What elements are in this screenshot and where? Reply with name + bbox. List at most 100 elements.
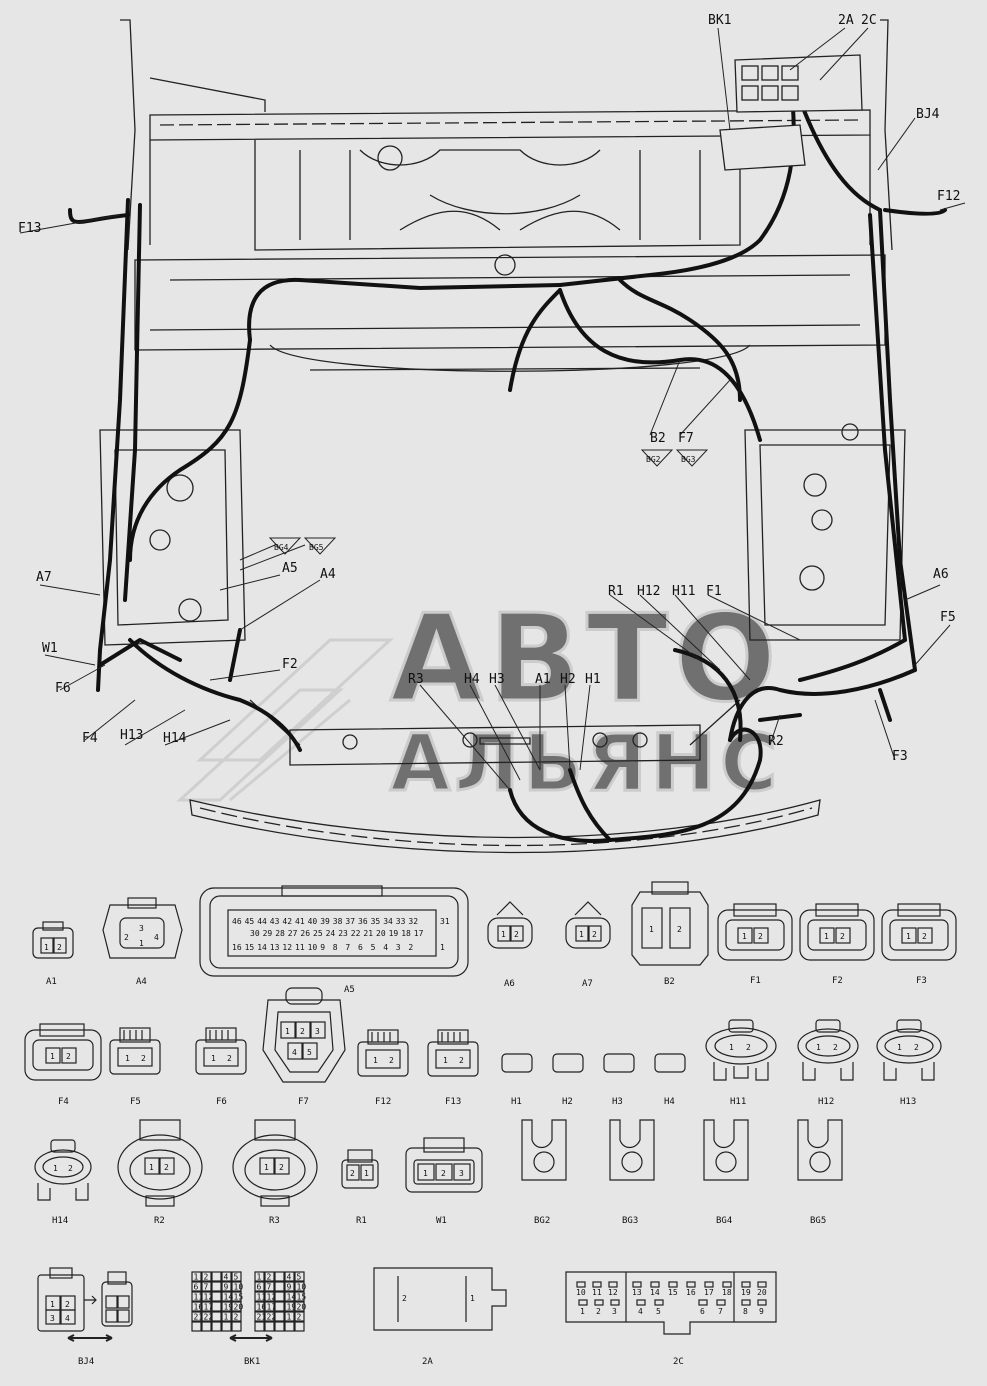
bg3-caption: BG3 (622, 1216, 638, 1226)
bk1-cell (231, 1281, 242, 1292)
callout-b2: B2 (650, 431, 666, 446)
bk1-cell (264, 1271, 275, 1282)
c2-slot (636, 1299, 646, 1306)
c2-slot (741, 1281, 751, 1288)
2c-pin-9: 9 (759, 1307, 764, 1316)
a5-pin-7: 7 (345, 943, 350, 952)
2c-pin-7: 7 (718, 1307, 723, 1316)
bk1-pin-12: 12 (267, 1293, 277, 1302)
callout-f7: F7 (678, 431, 694, 446)
f5-caption: F5 (130, 1097, 141, 1107)
bk1-cell (231, 1311, 242, 1322)
a5-pin-14: 14 (257, 943, 267, 952)
connector-r2: 1 2 R2 (117, 1119, 203, 1226)
a5-pin-38: 38 (333, 917, 343, 926)
bk1-pin-1: 1 (287, 1313, 292, 1322)
r2-pin1: 1 (149, 1163, 154, 1172)
h2-caption: H2 (562, 1097, 573, 1107)
bk1-pin-7: 7 (204, 1283, 209, 1292)
bk1-pin-2: 2 (234, 1313, 239, 1322)
2c-pin-4: 4 (638, 1307, 643, 1316)
c2-slot (716, 1299, 726, 1306)
bk1-pin-5: 5 (297, 1273, 302, 1282)
h14-caption: H14 (52, 1216, 68, 1226)
2c-pin-10: 10 (576, 1288, 586, 1297)
bk1-cell (191, 1291, 202, 1302)
r3-pin2: 2 (279, 1163, 284, 1172)
h13-pin1: 1 (897, 1043, 902, 1052)
2a-pin1: 1 (470, 1294, 475, 1303)
2c-pin-11: 11 (592, 1288, 602, 1297)
bk1-cell (274, 1311, 285, 1322)
a5-pin-21: 21 (363, 929, 373, 938)
r3-caption: R3 (269, 1216, 280, 1226)
a5-pin-39: 39 (320, 917, 330, 926)
callout-f5: F5 (940, 610, 956, 625)
connector-b2: 1 2 B2 (631, 881, 709, 987)
2c-pin-3: 3 (612, 1307, 617, 1316)
bk1-pin-17: 17 (204, 1303, 214, 1312)
callout-f3: F3 (892, 749, 908, 764)
callout-f13: F13 (18, 221, 41, 236)
bk1-cell (274, 1281, 285, 1292)
c2-slot (704, 1281, 714, 1288)
a6-pin1: 1 (501, 930, 506, 939)
f6-caption: F6 (216, 1097, 227, 1107)
a1-pin2: 2 (57, 943, 62, 952)
connector-f12: 1 2 F12 (357, 1029, 409, 1107)
h12-pin1: 1 (816, 1043, 821, 1052)
c2-slot (757, 1299, 767, 1306)
ground-bg5: BG5 (797, 1119, 843, 1226)
bk1-cell (201, 1291, 212, 1302)
2c-pin-8: 8 (743, 1307, 748, 1316)
f13-pin1: 1 (443, 1056, 448, 1065)
bk1-pin-14: 14 (224, 1293, 234, 1302)
bk1-cell (294, 1321, 305, 1332)
2c-pin-14: 14 (650, 1288, 660, 1297)
bk1-cell (254, 1281, 265, 1292)
connector-a4: 3 2 4 1 A4 (102, 897, 183, 987)
callout-bg2: BG2 (646, 455, 661, 464)
connector-h13: 1 2 H13 (876, 1019, 942, 1107)
a5-pin-23: 23 (338, 929, 348, 938)
bk1-cell (221, 1291, 232, 1302)
c2-slot (576, 1281, 586, 1288)
a5-pin-36: 36 (358, 917, 368, 926)
bk1-cell (274, 1271, 285, 1282)
bk1-pin-9: 9 (224, 1283, 229, 1292)
bk1-pin-9: 9 (287, 1283, 292, 1292)
watermark-line2: АЛЬЯНС (390, 719, 781, 809)
bk1-cell (201, 1281, 212, 1292)
bg5-caption: BG5 (810, 1216, 826, 1226)
f7-pin1: 1 (285, 1027, 290, 1036)
bk1-pin-11: 11 (257, 1293, 267, 1302)
c2-slot (632, 1281, 642, 1288)
callout-r3: R3 (408, 672, 424, 687)
f7-caption: F7 (298, 1097, 309, 1107)
a5-pin-40: 40 (308, 917, 318, 926)
bk1-pin-16: 16 (194, 1303, 204, 1312)
a5-pin-2: 2 (408, 943, 413, 952)
bk1-pin-1: 1 (224, 1313, 229, 1322)
a5-pin-6: 6 (358, 943, 363, 952)
a5-pin-22: 22 (351, 929, 361, 938)
c2-slot (608, 1281, 618, 1288)
a7-caption: A7 (582, 979, 593, 989)
bk1-cell (284, 1271, 295, 1282)
connector-f6: 1 2 F6 (195, 1027, 247, 1107)
bk1-cell (284, 1311, 295, 1322)
h12-caption: H12 (818, 1097, 834, 1107)
bk1-cell (294, 1291, 305, 1302)
f5-pin2: 2 (141, 1054, 146, 1063)
c2-slot (592, 1281, 602, 1288)
a5-pin-4: 4 (383, 943, 388, 952)
bk1-cell (274, 1291, 285, 1302)
c2-slot (741, 1299, 751, 1306)
c2-slot (578, 1299, 588, 1306)
2c-pin-15: 15 (668, 1288, 678, 1297)
2c-pin-17: 17 (704, 1288, 714, 1297)
f4-pin1: 1 (50, 1052, 55, 1061)
connector-h11: 1 2 H11 (705, 1019, 777, 1107)
